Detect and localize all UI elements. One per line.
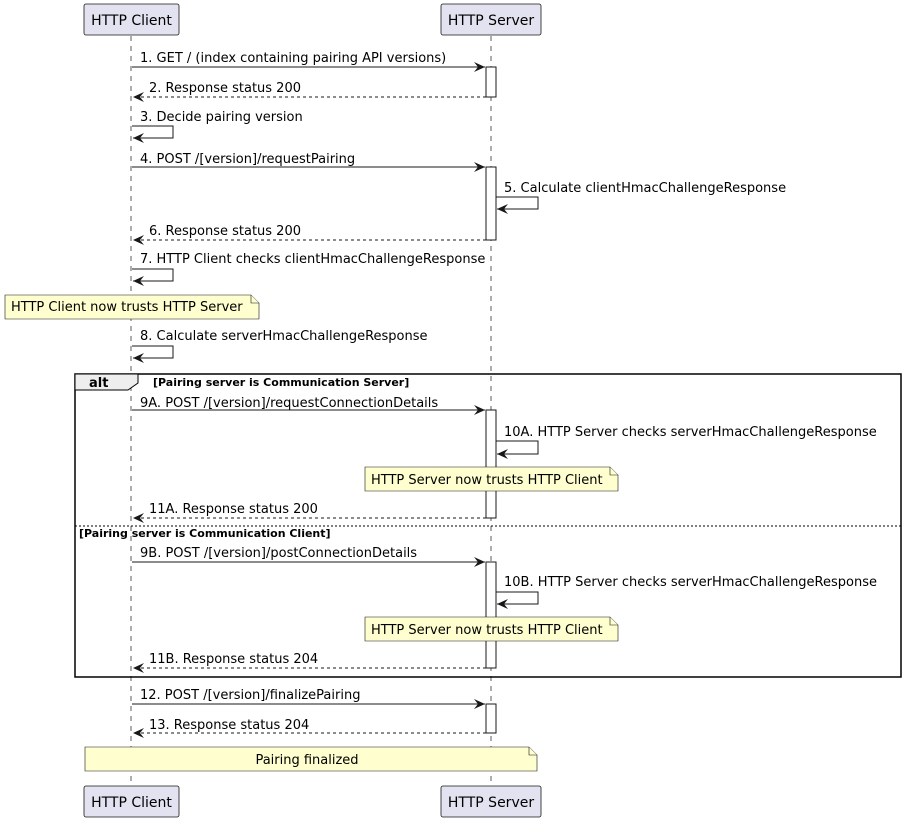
message-1[interactable]: 1. GET / (index containing pairing API v… (132, 51, 485, 72)
note-server-trusts-client-b: HTTP Server now trusts HTTP Client (364, 616, 619, 642)
message-label: 11A. Response status 200 (149, 502, 318, 517)
participant-http-server-bottom[interactable]: HTTP Server (440, 785, 542, 818)
note-label: Pairing finalized (255, 753, 358, 768)
participant-label: HTTP Server (448, 13, 534, 29)
message-label: 10A. HTTP Server checks serverHmacChalle… (504, 425, 877, 440)
activation-bar (485, 409, 497, 519)
note-server-trusts-client-a: HTTP Server now trusts HTTP Client (364, 466, 619, 492)
note-client-trusts-server: HTTP Client now trusts HTTP Server (4, 294, 260, 320)
activation-bar (485, 66, 497, 98)
message-4[interactable]: 4. POST /[version]/requestPairing (132, 152, 485, 172)
message-label: 12. POST /[version]/finalizePairing (140, 688, 360, 703)
message-13[interactable]: 13. Response status 204 (133, 718, 486, 738)
note-label: HTTP Server now trusts HTTP Client (371, 473, 603, 488)
participant-label: HTTP Client (91, 13, 172, 29)
participant-http-client-top[interactable]: HTTP Client (83, 3, 180, 36)
participant-http-server-top[interactable]: HTTP Server (440, 3, 542, 36)
note-pairing-finalized: Pairing finalized (84, 746, 538, 772)
message-11b[interactable]: 11B. Response status 204 (133, 652, 486, 673)
message-9b[interactable]: 9B. POST /[version]/postConnectionDetail… (132, 546, 485, 567)
message-6[interactable]: 6. Response status 200 (133, 224, 486, 245)
message-label: 2. Response status 200 (149, 81, 301, 96)
message-label: 5. Calculate clientHmacChallengeResponse (504, 181, 786, 196)
message-label: 10B. HTTP Server checks serverHmacChalle… (504, 575, 877, 590)
note-label: HTTP Server now trusts HTTP Client (371, 623, 603, 638)
participant-http-client-bottom[interactable]: HTTP Client (83, 785, 180, 818)
participant-label: HTTP Server (448, 795, 534, 811)
message-label: 9A. POST /[version]/requestConnectionDet… (140, 396, 438, 411)
message-label: 13. Response status 204 (149, 718, 309, 733)
message-label: 6. Response status 200 (149, 224, 301, 239)
participant-label: HTTP Client (91, 795, 172, 811)
note-label: HTTP Client now trusts HTTP Server (11, 300, 243, 315)
activation-bar (485, 561, 497, 669)
message-label: 1. GET / (index containing pairing API v… (140, 51, 446, 66)
message-label: 3. Decide pairing version (140, 110, 303, 125)
message-5[interactable]: 5. Calculate clientHmacChallengeResponse (496, 181, 786, 214)
message-label: 7. HTTP Client checks clientHmacChalleng… (140, 252, 485, 267)
activation-bar (485, 166, 497, 241)
message-2[interactable]: 2. Response status 200 (133, 81, 486, 102)
message-9a[interactable]: 9A. POST /[version]/requestConnectionDet… (132, 396, 485, 415)
alt-frame: alt [Pairing server is Communication Ser… (74, 373, 902, 678)
activation-bar (485, 703, 497, 734)
message-label: 9B. POST /[version]/postConnectionDetail… (140, 546, 417, 561)
message-8[interactable]: 8. Calculate serverHmacChallengeResponse (132, 329, 428, 363)
alt-keyword: alt (89, 376, 108, 391)
message-label: 11B. Response status 204 (149, 652, 318, 667)
message-7[interactable]: 7. HTTP Client checks clientHmacChalleng… (132, 252, 485, 286)
alt-guard-1: [Pairing server is Communication Server] (153, 376, 409, 389)
message-10a[interactable]: 10A. HTTP Server checks serverHmacChalle… (496, 425, 877, 459)
alt-guard-2: [Pairing server is Communication Client] (79, 527, 331, 540)
message-3[interactable]: 3. Decide pairing version (132, 110, 303, 143)
message-label: 8. Calculate serverHmacChallengeResponse (140, 329, 428, 344)
message-10b[interactable]: 10B. HTTP Server checks serverHmacChalle… (496, 575, 877, 609)
message-12[interactable]: 12. POST /[version]/finalizePairing (132, 688, 485, 709)
message-label: 4. POST /[version]/requestPairing (140, 152, 355, 167)
message-11a[interactable]: 11A. Response status 200 (133, 502, 486, 523)
